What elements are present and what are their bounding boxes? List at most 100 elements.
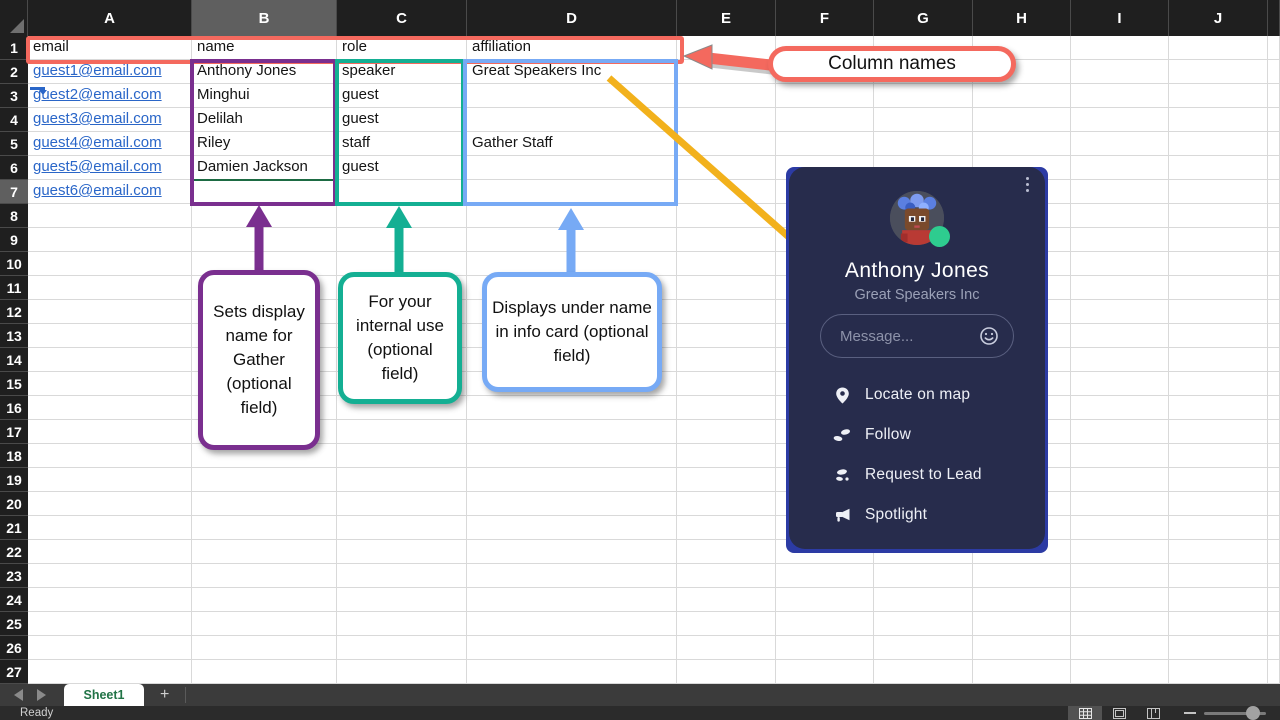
row-header-25[interactable]: 25 bbox=[0, 612, 28, 636]
row-header-18[interactable]: 18 bbox=[0, 444, 28, 468]
cell-F23[interactable] bbox=[776, 564, 874, 588]
cell-E14[interactable] bbox=[677, 348, 776, 372]
cell-X27[interactable] bbox=[1268, 660, 1280, 684]
menu-item-locate-on-map[interactable]: Locate on map bbox=[789, 375, 1045, 415]
menu-item-follow[interactable]: Follow bbox=[789, 415, 1045, 455]
cell-I14[interactable] bbox=[1071, 348, 1169, 372]
cell-D26[interactable] bbox=[467, 636, 677, 660]
cell-D20[interactable] bbox=[467, 492, 677, 516]
cell-E7[interactable] bbox=[677, 180, 776, 204]
cell-X7[interactable] bbox=[1268, 180, 1280, 204]
cell-B21[interactable] bbox=[192, 516, 337, 540]
cell-J24[interactable] bbox=[1169, 588, 1268, 612]
cell-B9[interactable] bbox=[192, 228, 337, 252]
zoom-slider[interactable] bbox=[1204, 705, 1266, 720]
cell-J16[interactable] bbox=[1169, 396, 1268, 420]
row-header-7[interactable]: 7 bbox=[0, 180, 28, 204]
cell-F5[interactable] bbox=[776, 132, 874, 156]
cell-A8[interactable] bbox=[28, 204, 192, 228]
col-header-E[interactable]: E bbox=[677, 0, 776, 36]
cell-I9[interactable] bbox=[1071, 228, 1169, 252]
cell-I24[interactable] bbox=[1071, 588, 1169, 612]
cell-C3[interactable]: guest bbox=[337, 84, 467, 108]
cell-X8[interactable] bbox=[1268, 204, 1280, 228]
row-header-8[interactable]: 8 bbox=[0, 204, 28, 228]
cell-I18[interactable] bbox=[1071, 444, 1169, 468]
cell-I8[interactable] bbox=[1071, 204, 1169, 228]
cell-X26[interactable] bbox=[1268, 636, 1280, 660]
cell-H27[interactable] bbox=[973, 660, 1071, 684]
col-header-extra[interactable] bbox=[1268, 0, 1280, 36]
email-link[interactable]: guest1@email.com bbox=[33, 62, 162, 79]
page-layout-view-icon[interactable] bbox=[1102, 706, 1136, 720]
row-header-26[interactable]: 26 bbox=[0, 636, 28, 660]
cell-X22[interactable] bbox=[1268, 540, 1280, 564]
cell-H26[interactable] bbox=[973, 636, 1071, 660]
cell-J20[interactable] bbox=[1169, 492, 1268, 516]
cell-C8[interactable] bbox=[337, 204, 467, 228]
cell-J27[interactable] bbox=[1169, 660, 1268, 684]
cell-X5[interactable] bbox=[1268, 132, 1280, 156]
cell-C25[interactable] bbox=[337, 612, 467, 636]
cell-A23[interactable] bbox=[28, 564, 192, 588]
cell-X21[interactable] bbox=[1268, 516, 1280, 540]
cell-A18[interactable] bbox=[28, 444, 192, 468]
cell-D2[interactable]: Great Speakers Inc bbox=[467, 60, 677, 84]
col-header-C[interactable]: C bbox=[337, 0, 467, 36]
cell-H2[interactable] bbox=[973, 60, 1071, 84]
cell-B26[interactable] bbox=[192, 636, 337, 660]
cell-B23[interactable] bbox=[192, 564, 337, 588]
cell-X12[interactable] bbox=[1268, 300, 1280, 324]
emoji-icon[interactable] bbox=[979, 326, 999, 346]
cell-E20[interactable] bbox=[677, 492, 776, 516]
cell-X2[interactable] bbox=[1268, 60, 1280, 84]
cell-E9[interactable] bbox=[677, 228, 776, 252]
prev-sheet-icon[interactable] bbox=[14, 689, 23, 701]
cell-I16[interactable] bbox=[1071, 396, 1169, 420]
cell-C17[interactable] bbox=[337, 420, 467, 444]
cell-A11[interactable] bbox=[28, 276, 192, 300]
cell-D24[interactable] bbox=[467, 588, 677, 612]
cell-B5[interactable]: Riley bbox=[192, 132, 337, 156]
cell-E10[interactable] bbox=[677, 252, 776, 276]
row-header-5[interactable]: 5 bbox=[0, 132, 28, 156]
email-link[interactable]: guest4@email.com bbox=[33, 134, 162, 151]
cell-A12[interactable] bbox=[28, 300, 192, 324]
cell-J12[interactable] bbox=[1169, 300, 1268, 324]
cell-J4[interactable] bbox=[1169, 108, 1268, 132]
cell-A26[interactable] bbox=[28, 636, 192, 660]
cell-G23[interactable] bbox=[874, 564, 973, 588]
cell-D18[interactable] bbox=[467, 444, 677, 468]
cell-E18[interactable] bbox=[677, 444, 776, 468]
cell-G25[interactable] bbox=[874, 612, 973, 636]
col-header-I[interactable]: I bbox=[1071, 0, 1169, 36]
cell-I22[interactable] bbox=[1071, 540, 1169, 564]
page-break-view-icon[interactable] bbox=[1136, 706, 1170, 720]
cell-D15[interactable] bbox=[467, 372, 677, 396]
cell-I2[interactable] bbox=[1071, 60, 1169, 84]
cell-B19[interactable] bbox=[192, 468, 337, 492]
cell-I5[interactable] bbox=[1071, 132, 1169, 156]
row-header-11[interactable]: 11 bbox=[0, 276, 28, 300]
col-header-D[interactable]: D bbox=[467, 0, 677, 36]
cell-E23[interactable] bbox=[677, 564, 776, 588]
cell-I3[interactable] bbox=[1071, 84, 1169, 108]
cell-J6[interactable] bbox=[1169, 156, 1268, 180]
email-link[interactable]: guest6@email.com bbox=[33, 182, 162, 199]
row-header-15[interactable]: 15 bbox=[0, 372, 28, 396]
cell-I20[interactable] bbox=[1071, 492, 1169, 516]
cell-J25[interactable] bbox=[1169, 612, 1268, 636]
cell-X23[interactable] bbox=[1268, 564, 1280, 588]
normal-view-icon[interactable] bbox=[1068, 706, 1102, 720]
cell-I15[interactable] bbox=[1071, 372, 1169, 396]
cell-E16[interactable] bbox=[677, 396, 776, 420]
cell-E24[interactable] bbox=[677, 588, 776, 612]
cell-X11[interactable] bbox=[1268, 276, 1280, 300]
row-header-23[interactable]: 23 bbox=[0, 564, 28, 588]
cell-I4[interactable] bbox=[1071, 108, 1169, 132]
row-header-24[interactable]: 24 bbox=[0, 588, 28, 612]
cell-G24[interactable] bbox=[874, 588, 973, 612]
cell-H24[interactable] bbox=[973, 588, 1071, 612]
cell-D4[interactable] bbox=[467, 108, 677, 132]
cell-E22[interactable] bbox=[677, 540, 776, 564]
